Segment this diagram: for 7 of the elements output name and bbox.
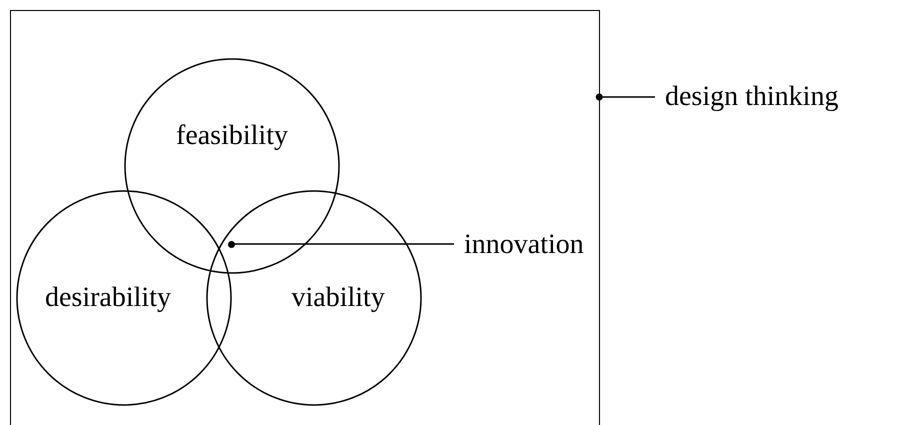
leader-line <box>596 94 655 100</box>
circle-label: feasibility <box>176 120 288 152</box>
callout-label: innovation <box>464 229 584 261</box>
circle-label: viability <box>292 282 385 314</box>
intersection-dot <box>228 240 234 248</box>
circle-label: desirability <box>45 282 171 314</box>
callout-label: design thinking <box>665 81 838 113</box>
